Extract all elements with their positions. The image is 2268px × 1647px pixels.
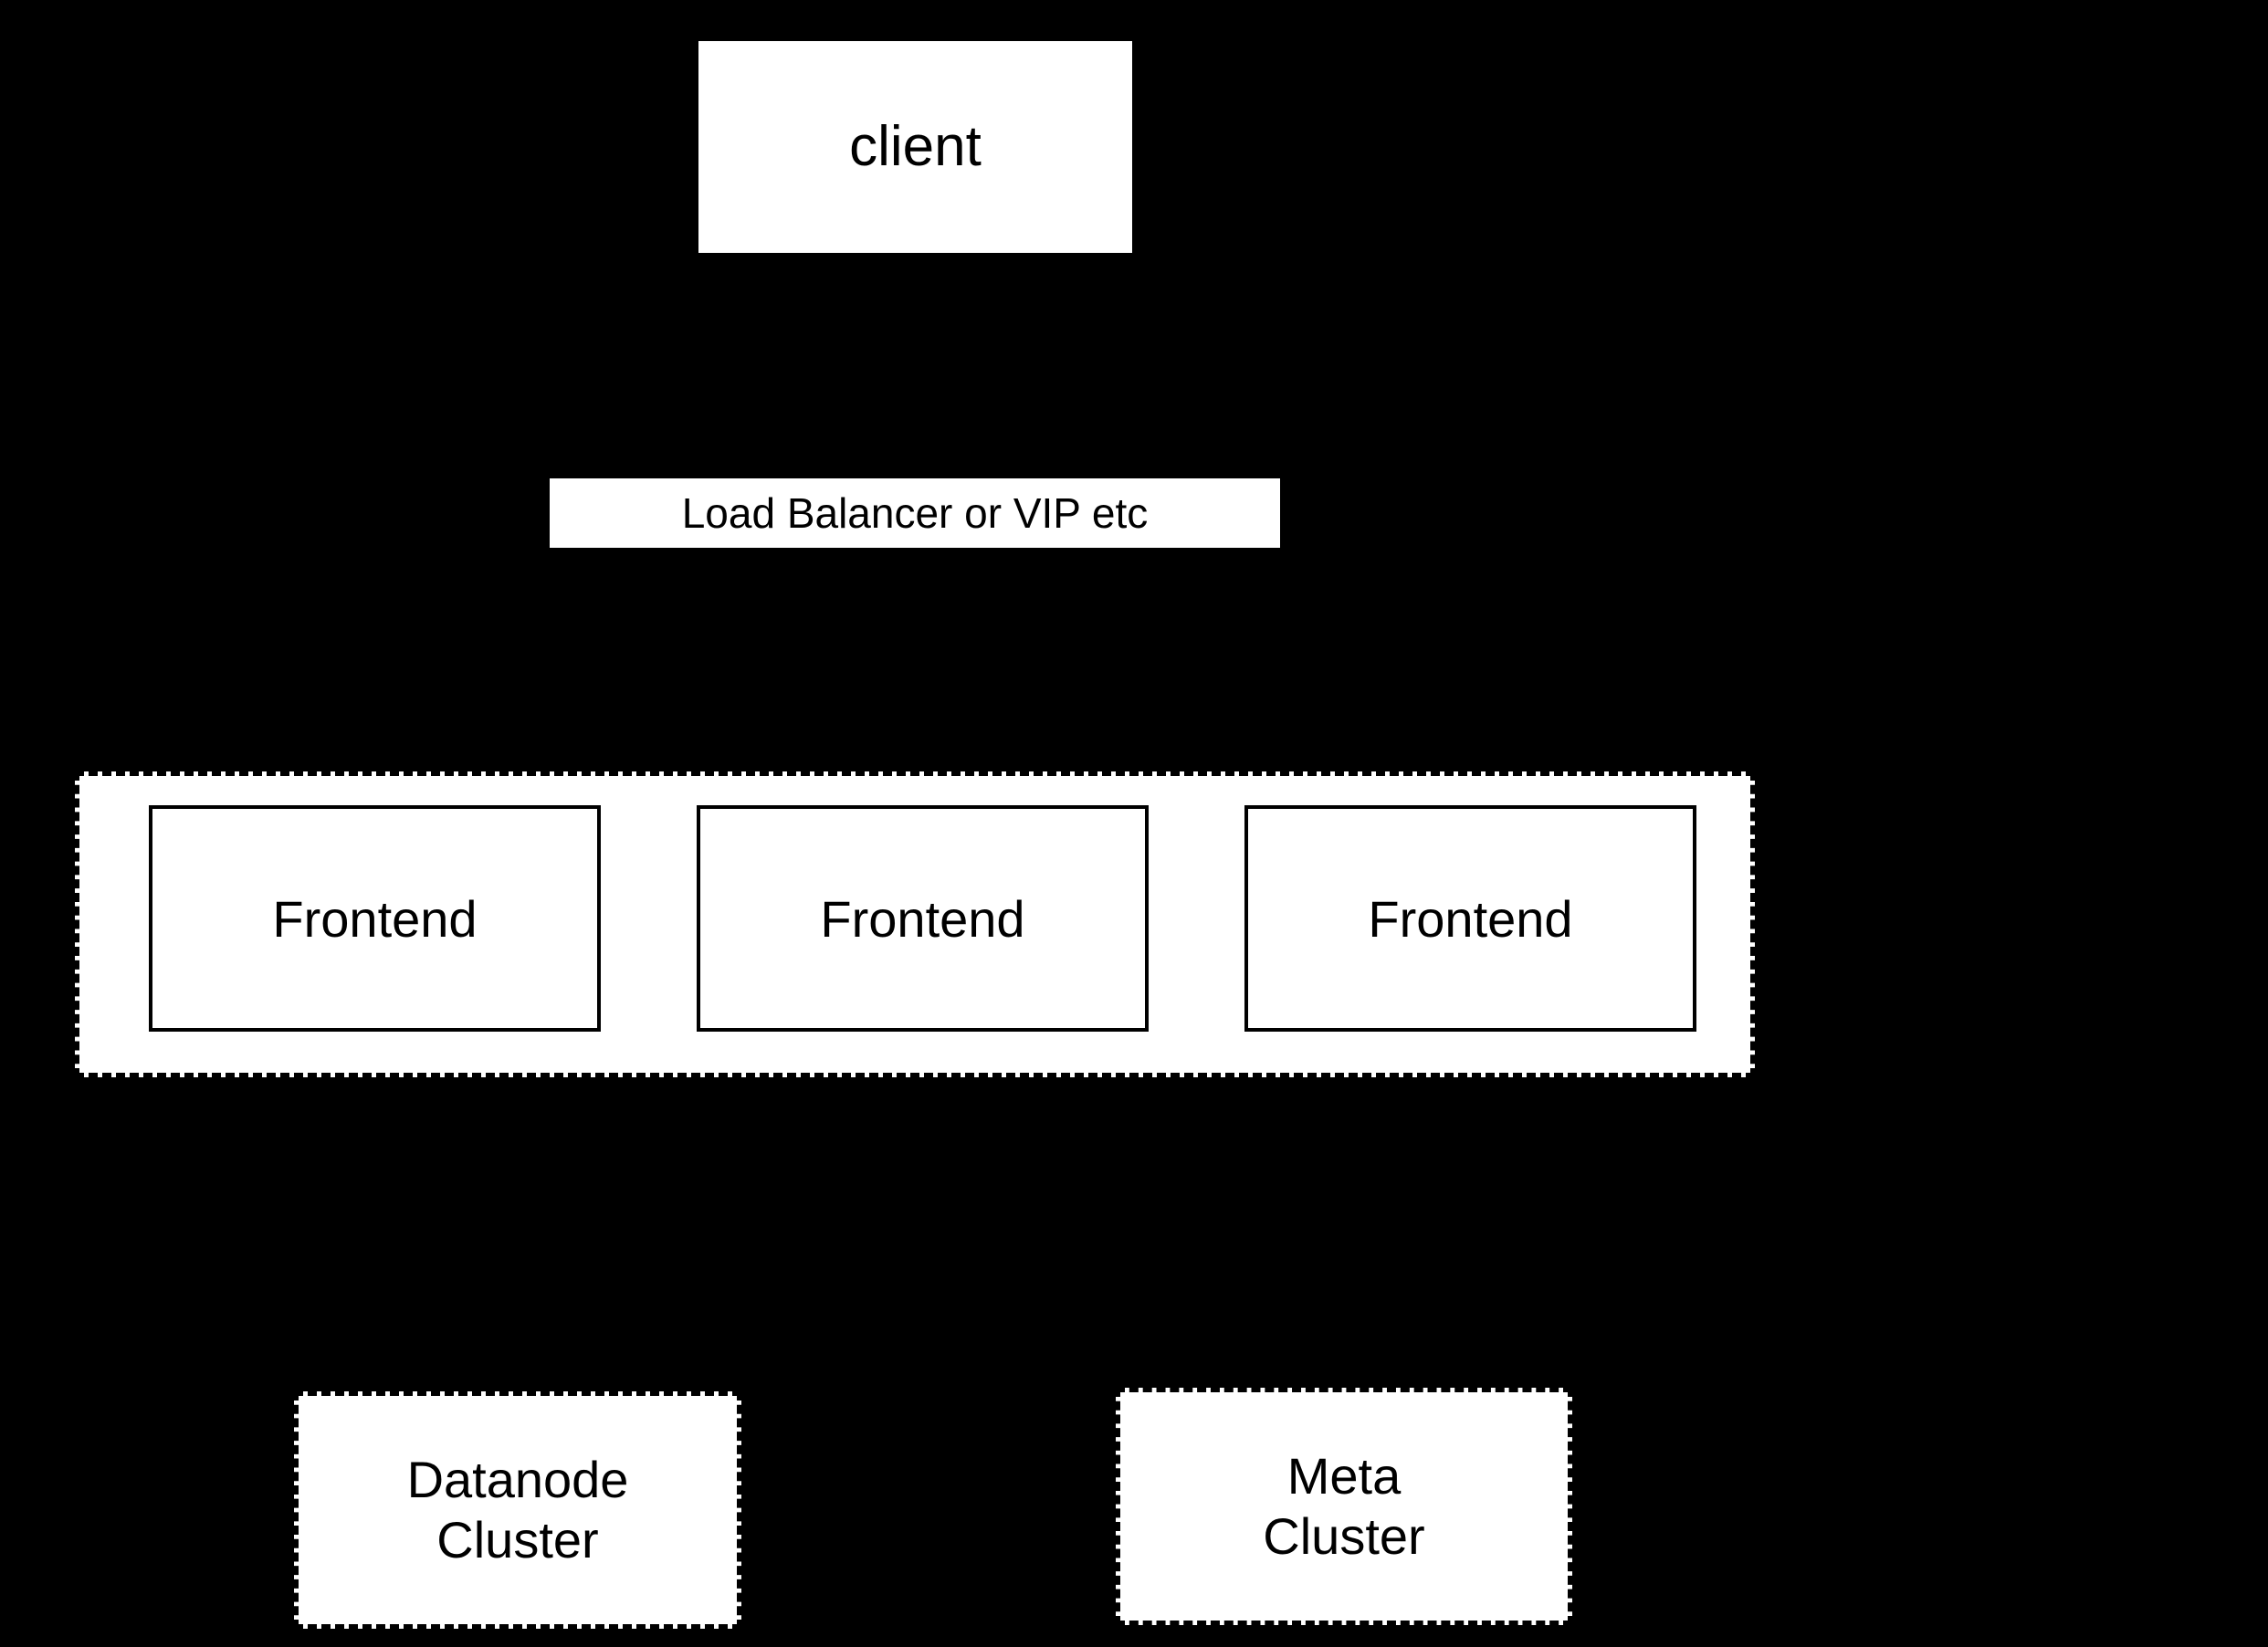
node-load-balancer[interactable]: Load Balancer or VIP etc	[550, 478, 1280, 548]
node-frontend-3[interactable]: Frontend	[1244, 805, 1696, 1032]
node-frontend-1[interactable]: Frontend	[149, 805, 601, 1032]
node-client-label: client	[849, 115, 982, 179]
node-meta-cluster[interactable]: Meta Cluster	[1116, 1388, 1572, 1625]
node-frontend-1-label: Frontend	[272, 889, 478, 948]
node-datanode-cluster[interactable]: Datanode Cluster	[294, 1391, 741, 1629]
node-frontend-2[interactable]: Frontend	[697, 805, 1149, 1032]
node-meta-cluster-label: Meta Cluster	[1263, 1446, 1425, 1565]
node-client[interactable]: client	[698, 41, 1132, 253]
node-frontend-3-label: Frontend	[1368, 889, 1573, 948]
node-frontend-2-label: Frontend	[820, 889, 1025, 948]
node-load-balancer-label: Load Balancer or VIP etc	[681, 488, 1149, 537]
node-datanode-cluster-label: Datanode Cluster	[406, 1450, 629, 1568]
group-frontend-cluster[interactable]: Frontend Frontend Frontend	[75, 771, 1755, 1077]
